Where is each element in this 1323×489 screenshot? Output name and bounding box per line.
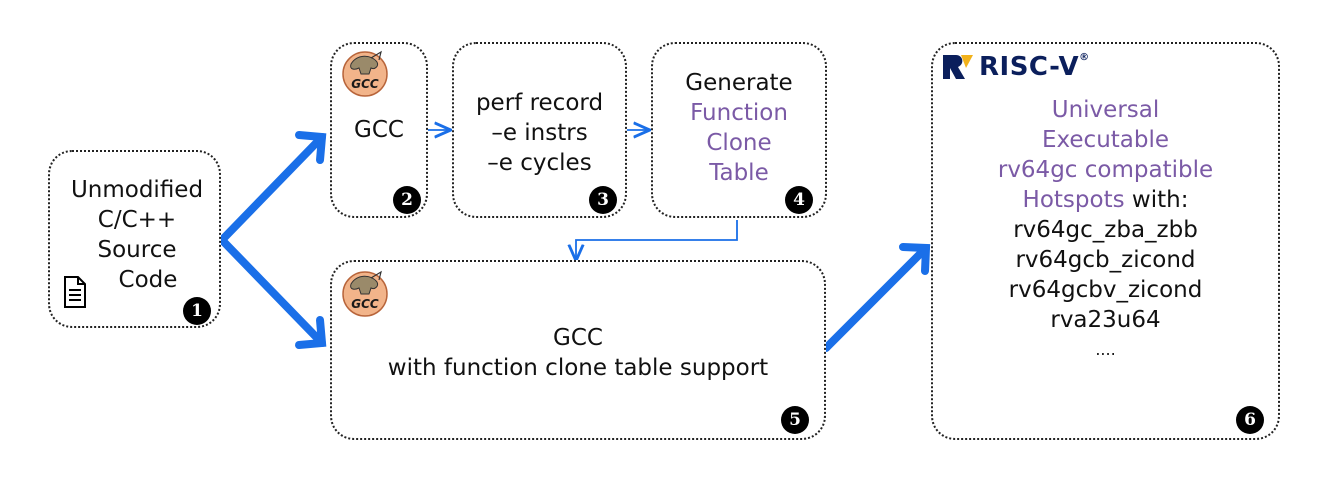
target-1: rv64gc_zba_zbb xyxy=(1013,217,1198,243)
generate-line: Generate xyxy=(685,70,793,96)
arrow-gcc-clone-to-executable xyxy=(822,243,931,352)
perf-line-1: perf record xyxy=(475,90,604,116)
step-badge-3: 3 xyxy=(589,186,617,214)
generate-table-label: Generate Function Clone Table xyxy=(651,68,827,188)
step-badge-4: 4 xyxy=(785,186,813,214)
step-badge-6: 6 xyxy=(1236,406,1264,434)
step-badge-5: 5 xyxy=(781,406,809,434)
universal-executable-label: Universal Executable rv64gc compatible H… xyxy=(931,95,1280,365)
arrow-source-to-gcc xyxy=(218,131,327,244)
step-badge-2: 2 xyxy=(393,186,421,214)
arrow-table-to-gcc-clone xyxy=(576,220,738,259)
rv64gc-line: rv64gc compatible xyxy=(997,157,1214,183)
executable-line: Executable xyxy=(1041,127,1170,153)
gcc-logo-icon: GCC xyxy=(342,50,388,97)
arrow-source-to-gcc-clone xyxy=(218,236,327,349)
target-3: rv64gcbv_zicond xyxy=(1008,277,1203,303)
source-line-3: Source xyxy=(97,237,177,263)
clone-line: Clone xyxy=(706,130,772,156)
gcc-label: GCC xyxy=(354,117,404,143)
table-line: Table xyxy=(709,160,769,186)
gcc-clone-line-2: with function clone table support xyxy=(387,355,769,381)
hotspots-word: Hotspots xyxy=(1022,187,1125,213)
universal-executable-box xyxy=(931,42,1280,440)
hotspots-line: Hotspots with: xyxy=(931,185,1280,215)
source-line-1: Unmodified xyxy=(70,177,204,203)
source-code-label: Unmodified C/C++ Source Code xyxy=(62,175,212,295)
hotspots-suffix: with: xyxy=(1124,187,1189,213)
riscv-logo-text: RISC-V xyxy=(979,52,1080,82)
target-ellipsis: .... xyxy=(1095,340,1116,359)
source-line-4: Code xyxy=(118,267,178,293)
gcc-clone-box xyxy=(330,260,826,440)
gcc-clone-line-1: GCC xyxy=(553,325,603,351)
gcc-logo-text-2: GCC xyxy=(351,297,379,311)
target-2: rv64gcb_zicond xyxy=(1015,247,1196,273)
function-line: Function xyxy=(690,100,788,126)
gcc-logo-icon-2: GCC xyxy=(342,270,388,317)
perf-line-3: –e cycles xyxy=(487,150,592,176)
riscv-logo: RISC-V ® xyxy=(943,52,1090,82)
gcc-clone-label: GCC with function clone table support xyxy=(330,323,826,383)
universal-line: Universal xyxy=(1051,97,1160,123)
riscv-mark-icon xyxy=(943,55,973,79)
gcc-logo-text: GCC xyxy=(351,77,379,91)
source-line-2: C/C++ xyxy=(97,207,177,233)
perf-line-2: –e instrs xyxy=(491,120,588,146)
document-icon xyxy=(64,276,86,308)
target-4: rva23u64 xyxy=(1050,307,1161,333)
riscv-registered-mark: ® xyxy=(1079,52,1090,63)
step-badge-1: 1 xyxy=(183,297,211,325)
perf-record-label: perf record –e instrs –e cycles xyxy=(452,88,627,178)
